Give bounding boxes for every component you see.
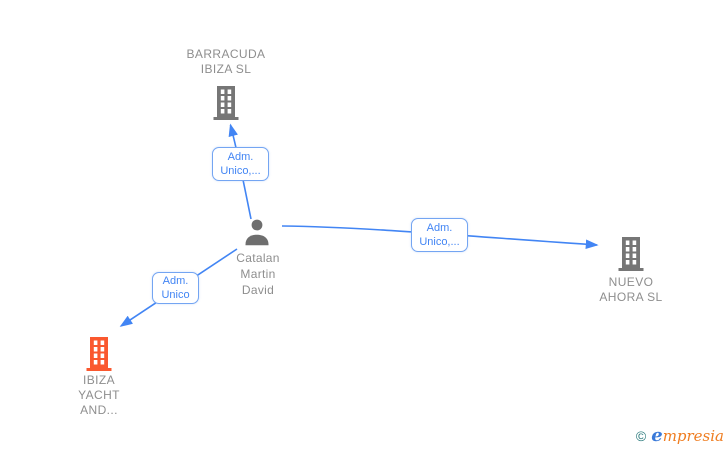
company-building-icon-highlighted[interactable]: [85, 337, 113, 376]
company-name-line: IBIZA SL: [200, 62, 252, 76]
edge-label-line: Unico,...: [220, 165, 261, 177]
company-name-line: BARRACUDA: [186, 47, 266, 61]
edge-label-adm-unico-nuevo[interactable]: Adm. Unico,...: [411, 218, 468, 252]
company-name-line: AND...: [80, 403, 118, 417]
company-building-icon[interactable]: [212, 86, 240, 125]
company-name-line: YACHT: [78, 388, 120, 402]
edge-label-line: Unico: [161, 289, 190, 301]
logo-brand-rest: mpresia: [662, 427, 724, 445]
person-icon[interactable]: [242, 217, 272, 252]
company-name-line: IBIZA: [82, 373, 115, 387]
logo-brand-initial: e: [651, 425, 663, 446]
edge-label-line: Unico,...: [419, 236, 460, 248]
company-name-ibiza[interactable]: IBIZA YACHT AND...: [29, 373, 169, 418]
company-name-line: NUEVO: [608, 275, 654, 289]
company-name-line: AHORA SL: [599, 290, 663, 304]
empresia-logo: © empresia: [636, 425, 724, 446]
person-name-line: Catalan: [236, 251, 280, 265]
person-name-line: Martin: [240, 267, 276, 281]
company-name-barracuda[interactable]: BARRACUDA IBIZA SL: [156, 47, 296, 77]
edge-label-line: Adm.: [162, 275, 189, 287]
edge-label-line: Adm.: [426, 222, 453, 234]
person-name[interactable]: Catalan Martin David: [188, 250, 328, 298]
edge-label-adm-unico-ibiza[interactable]: Adm. Unico: [152, 272, 199, 304]
company-name-nuevo[interactable]: NUEVO AHORA SL: [561, 275, 701, 305]
edge-label-adm-unico-barracuda[interactable]: Adm. Unico,...: [212, 147, 269, 181]
edge-label-line: Adm.: [227, 151, 254, 163]
copyright-symbol: ©: [635, 428, 647, 444]
company-building-icon[interactable]: [617, 237, 645, 276]
person-name-line: David: [241, 283, 275, 297]
